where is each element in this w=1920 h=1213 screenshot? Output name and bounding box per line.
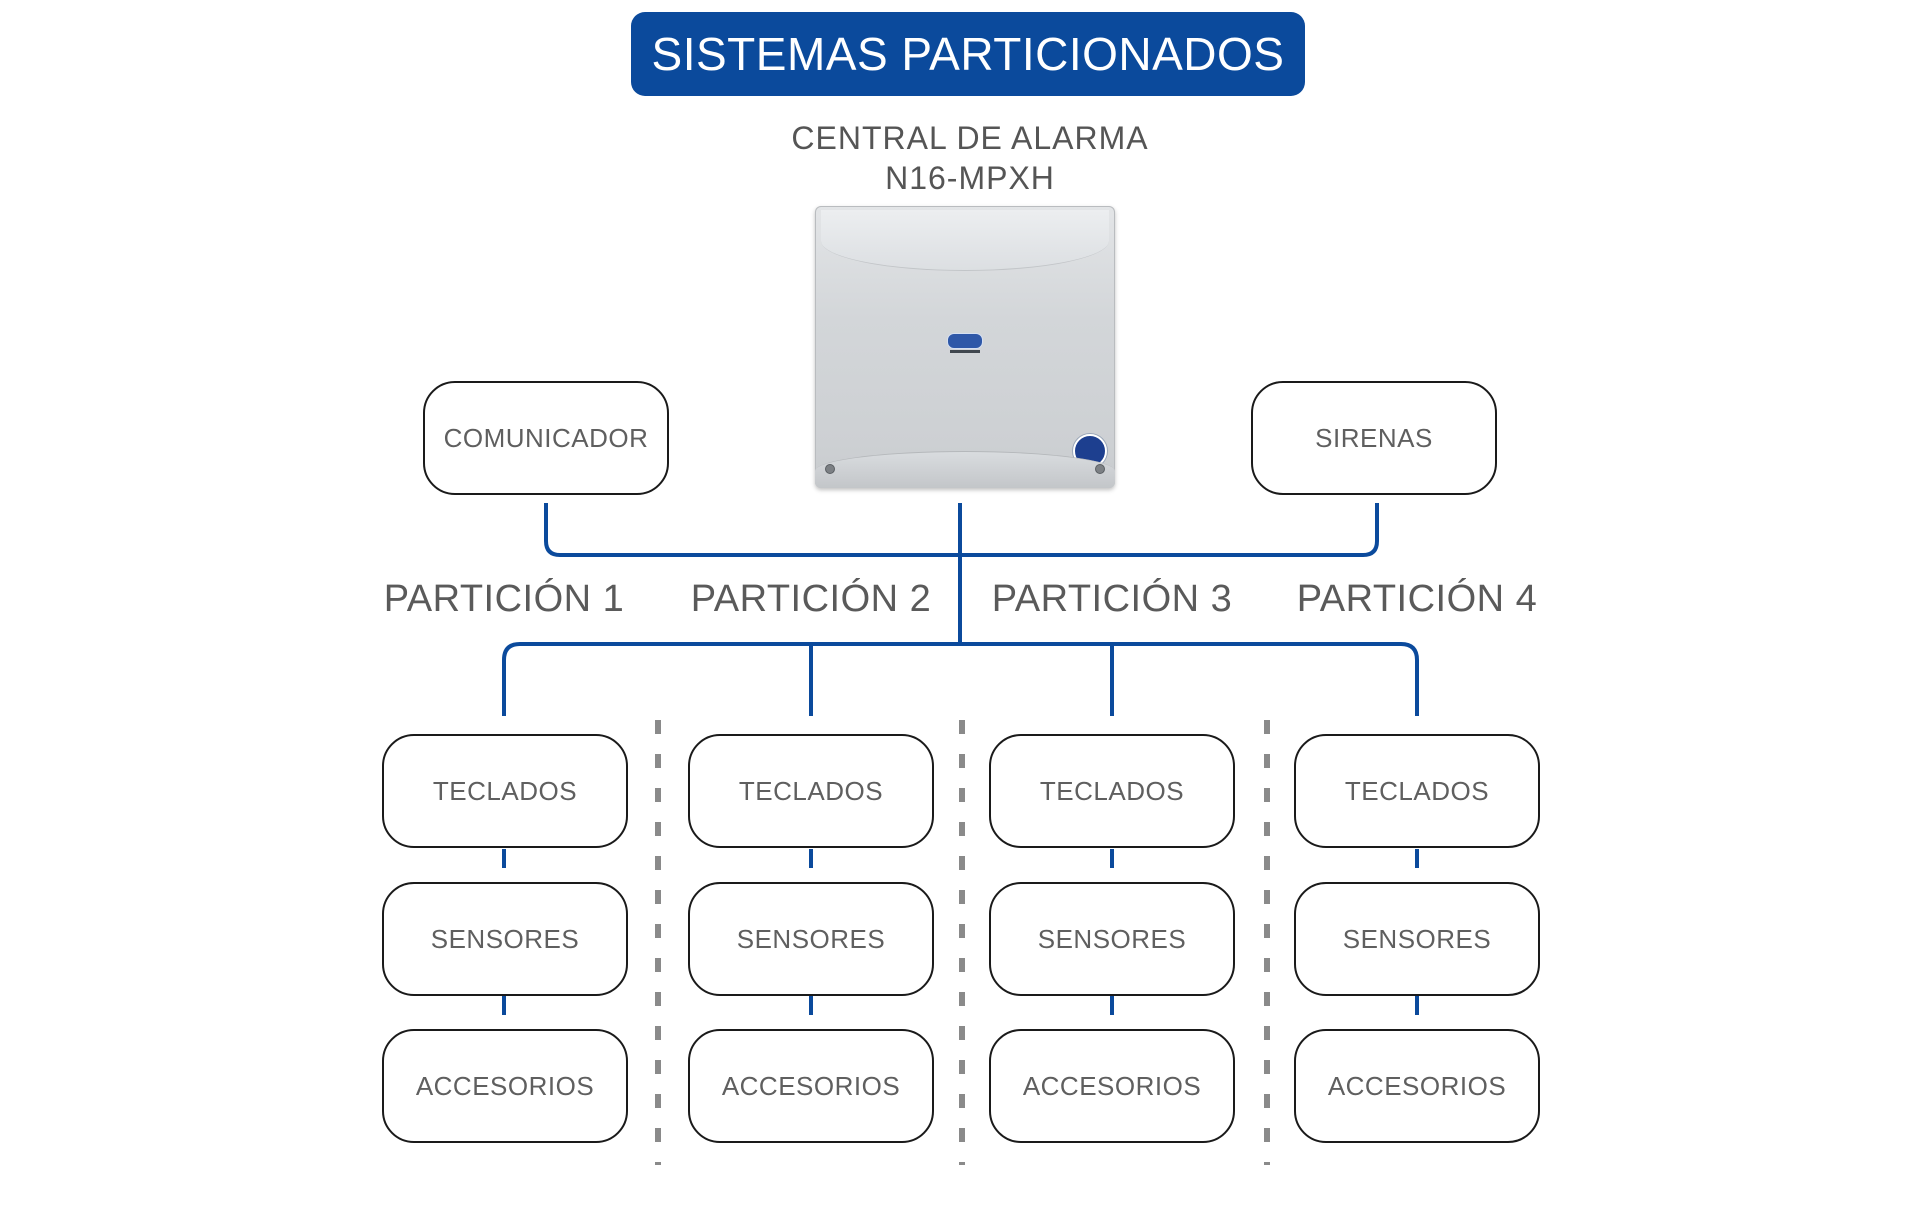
- partition-1-accesorios-node: ACCESORIOS: [382, 1029, 628, 1143]
- partition-3-label: PARTICIÓN 3: [991, 578, 1233, 620]
- partition-2-sensores-node: SENSORES: [688, 882, 934, 996]
- partition-3-teclados-node: TECLADOS: [989, 734, 1235, 848]
- sirenas-node: SIRENAS: [1251, 381, 1497, 495]
- partition-3-accesorios-node: ACCESORIOS: [989, 1029, 1235, 1143]
- central-label-line-1: CENTRAL DE ALARMA: [791, 120, 1149, 156]
- central-label: CENTRAL DE ALARMA N16-MPXH: [760, 118, 1180, 198]
- alarm-panel-icon: [815, 206, 1115, 488]
- screw-icon: [825, 464, 835, 474]
- screw-icon: [1095, 464, 1105, 474]
- partition-1-teclados-node: TECLADOS: [382, 734, 628, 848]
- partition-dividers: [655, 720, 1270, 1165]
- partition-2-accesorios-node: ACCESORIOS: [688, 1029, 934, 1143]
- partition-4-sensores-node: SENSORES: [1294, 882, 1540, 996]
- panel-hood: [821, 210, 1109, 271]
- partition-3-sensores-node: SENSORES: [989, 882, 1235, 996]
- partition-1-sensores-node: SENSORES: [382, 882, 628, 996]
- panel-logo-icon: [947, 333, 983, 355]
- partition-1-label: PARTICIÓN 1: [383, 578, 625, 620]
- comunicador-node: COMUNICADOR: [423, 381, 669, 495]
- panel-base: [815, 451, 1115, 488]
- partition-2-teclados-node: TECLADOS: [688, 734, 934, 848]
- partition-4-teclados-node: TECLADOS: [1294, 734, 1540, 848]
- page-title: SISTEMAS PARTICIONADOS: [631, 12, 1305, 96]
- partition-4-accesorios-node: ACCESORIOS: [1294, 1029, 1540, 1143]
- central-label-line-2: N16-MPXH: [885, 160, 1055, 196]
- partition-4-label: PARTICIÓN 4: [1296, 578, 1538, 620]
- partition-bus-wire: [502, 642, 1419, 716]
- partition-2-label: PARTICIÓN 2: [690, 578, 932, 620]
- column-link-wires: [502, 849, 1419, 1015]
